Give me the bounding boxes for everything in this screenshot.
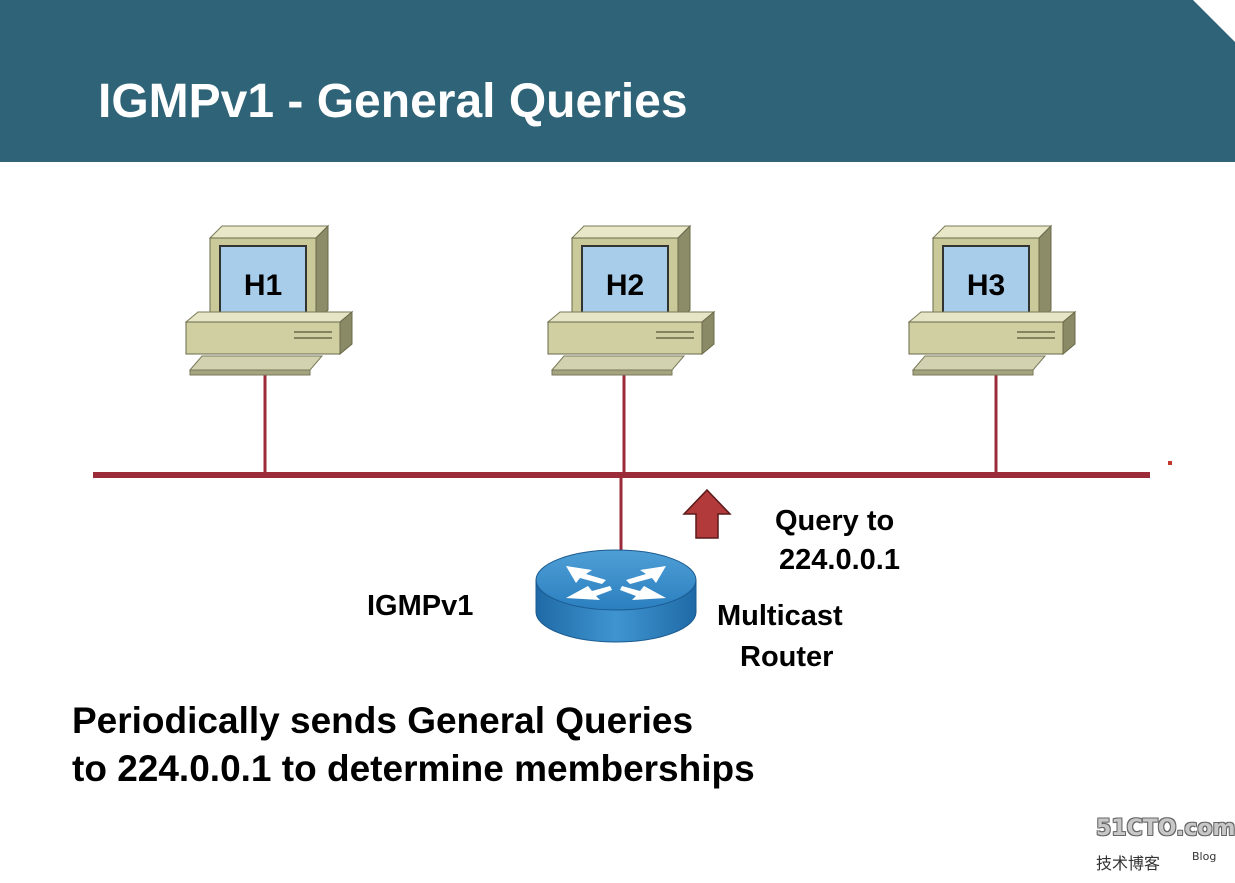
router-name-line2: Router xyxy=(740,641,834,673)
query-label-line1: Query to xyxy=(775,505,895,537)
router-protocol-label: IGMPv1 xyxy=(367,590,474,622)
page-corner-fold xyxy=(1193,0,1235,42)
router-name-line1: Multicast xyxy=(717,600,843,632)
host-h2: H2 xyxy=(547,225,715,376)
arrow-up-icon xyxy=(682,488,732,539)
router-icon xyxy=(535,549,697,643)
host-h3: H3 xyxy=(908,225,1076,376)
query-label-line2: 224.0.0.1 xyxy=(779,544,900,576)
watermark: 51CTO.com 技术博客 Blog xyxy=(1096,816,1235,873)
host-label-h2: H2 xyxy=(606,269,644,302)
host-h1: H1 xyxy=(185,225,353,376)
watermark-blog: Blog xyxy=(1192,850,1217,863)
host-label-h1: H1 xyxy=(244,269,282,302)
description-line1: Periodically sends General Queries xyxy=(72,700,694,741)
description-line2: to 224.0.0.1 to determine memberships xyxy=(72,748,755,789)
host-label-h3: H3 xyxy=(967,269,1005,302)
watermark-chinese: 技术博客 xyxy=(1096,854,1161,873)
slide-title: IGMPv1 - General Queries xyxy=(98,75,688,128)
watermark-logo: 51CTO.com xyxy=(1096,816,1235,841)
stray-dot xyxy=(1168,461,1172,465)
slide-header: IGMPv1 - General Queries xyxy=(0,0,1235,162)
